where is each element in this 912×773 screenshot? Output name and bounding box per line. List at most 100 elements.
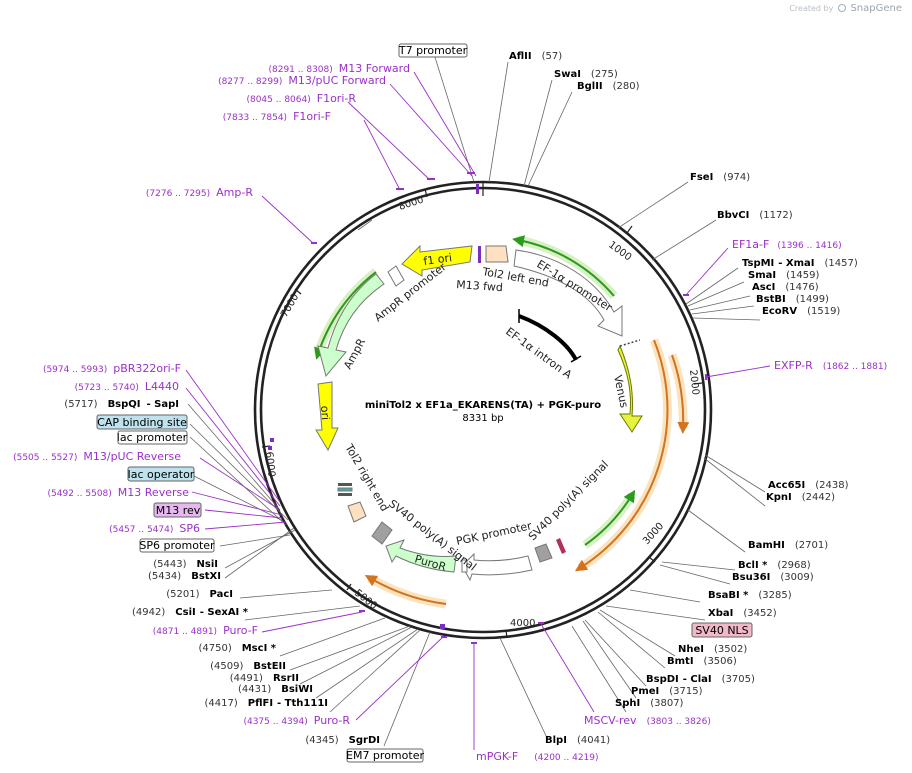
box-sp6-promoter: SP6 promoter (139, 539, 215, 552)
tol2-left-peach (485, 245, 509, 263)
site-bmti: BmtI(3506) (667, 656, 737, 667)
tick-6000: 6000 (263, 451, 277, 477)
orange-arcs (364, 338, 690, 609)
box-t7-promoter: T7 promoter (398, 44, 468, 57)
f1-ori-arrow (401, 244, 473, 277)
ampr-arrow (317, 273, 385, 378)
primer-puro-f: (4871 .. 4891)Puro-F (153, 624, 258, 637)
inner-features (315, 244, 643, 582)
site-acc65i: Acc65I(2438) (768, 480, 849, 491)
primer-puro-r: (4375 .. 4394)Puro-R (243, 714, 350, 727)
primer-mpgk-f: mPGK-F(4200 .. 4219) (476, 750, 599, 763)
primer-mscv-rev: MSCV-rev(3803 .. 3826) (584, 714, 711, 727)
site-bspdi-clai: BspDI- ClaI(3705) (646, 674, 755, 685)
backbone-features (268, 184, 479, 629)
site-leaders (187, 53, 766, 747)
site-bstbi: BstBI(1499) (756, 294, 829, 305)
tol2-right-peach (347, 501, 367, 523)
primer-pbr322ori-f: (5974 .. 5993)pBR322ori-F (43, 362, 181, 375)
venus-arrow (617, 344, 643, 433)
site-bstxi: (5434)BstXI (148, 571, 221, 582)
credit-brand: SnapGene (850, 3, 902, 14)
primer-ef1a-f: EF1a-F(1396 .. 1416) (732, 238, 842, 251)
site-bsu36i: Bsu36I(3009) (732, 572, 814, 583)
box-lac-operator: lac operator (128, 468, 195, 481)
m13-fwd-label: M13 fwd (456, 278, 503, 294)
green-arcs (313, 235, 636, 549)
site-rsrii: (4491)RsrII (230, 673, 299, 684)
ef1a-intron-arc (518, 314, 578, 361)
map-size: 8331 bp (462, 413, 503, 424)
site-sgrdi: (4345)SgrDI (305, 735, 380, 746)
box-sv40-nls: SV40 NLS (695, 624, 748, 637)
site-ecorv: EcoRV(1519) (762, 306, 840, 317)
pgk-promoter-label: PGK promoter (455, 519, 533, 548)
boxed-labels: T7 promoter CAP binding site lac promote… (96, 43, 753, 763)
primer-leaders (185, 71, 771, 750)
puror-arrow (385, 539, 457, 573)
tick-2000: 2000 (687, 369, 701, 395)
ef1a-intron-label: EF-1α intron A (503, 325, 574, 382)
primer-m13-reverse: (5492 .. 5508)M13 Reverse (48, 486, 190, 499)
ampr-promoter-arrow (387, 265, 405, 287)
primer-labels: (8291 .. 8308)M13 Forward (8277 .. 8299)… (13, 62, 887, 763)
ampr-promoter-label: AmpR promoter (372, 260, 449, 324)
site-bsabi: BsaBI *(3285) (708, 590, 792, 601)
site-fsei: FseI(974) (690, 172, 750, 183)
site-pflfi-tth111i: (4417)PflFI- Tth111I (204, 698, 328, 709)
site-bamhi: BamHI(2701) (748, 540, 828, 551)
ori-label: ori (318, 405, 332, 420)
puror-label: PuroR (413, 552, 448, 573)
site-bbvci: BbvCI(1172) (717, 210, 793, 221)
site-paci: (5201)PacI (166, 589, 233, 600)
site-asci: AscI(1476) (752, 282, 819, 293)
snapgene-credit: Created by SnapGene (789, 3, 902, 14)
site-smai: SmaI(1459) (748, 270, 819, 281)
site-sphi: SphI(3807) (615, 698, 684, 709)
site-tspmi-xmai: TspMI- XmaI(1457) (742, 258, 858, 269)
map-name: miniTol2 x EF1a_EKARENS(TA) + PGK-puro (365, 400, 601, 411)
primer-sp6: (5457 .. 5474)SP6 (109, 522, 200, 535)
site-nsii: (5443)NsiI (153, 559, 218, 570)
ef1a-promoter-arrow (513, 249, 623, 337)
site-bsteii: (4509)BstEII (210, 661, 286, 672)
sv40-gray-box-right (534, 543, 553, 563)
site-xbai: XbaI(3452) (708, 608, 777, 619)
site-blpi: BlpI(4041) (545, 735, 610, 746)
box-m13-rev: M13 rev (156, 504, 201, 517)
site-bcli: BclI *(2968) (738, 560, 811, 571)
tol2-right-label: Tol2 right end (342, 441, 391, 513)
primer-marks (311, 172, 707, 644)
primer-l4440: (5723 .. 5740)L4440 (75, 380, 179, 393)
tick-marks (261, 182, 703, 639)
snapgene-logo-icon (837, 4, 846, 12)
site-labels: AflII(57) SwaI(275) BglII(280) FseI(974)… (64, 51, 858, 746)
tick-3000: 3000 (641, 521, 666, 547)
site-swai: SwaI(275) (554, 69, 618, 80)
site-pmei: PmeI(3715) (631, 686, 703, 697)
primer-m13-puc-reverse: (5505 .. 5527)M13/pUC Reverse (13, 450, 181, 463)
box-lac-promoter: lac promoter (117, 431, 188, 444)
sv40-gray-box-left (371, 521, 393, 545)
tick-7000: 7000 (279, 292, 301, 320)
site-nhei: NheI(3502) (678, 644, 747, 655)
site-bglii: BglII(280) (577, 81, 640, 92)
f1-ori-label: f1 ori (423, 251, 453, 268)
site-aflii: AflII(57) (509, 51, 562, 62)
box-cap-binding-site: CAP binding site (97, 416, 187, 429)
site-bspqi-sapi: (5717)BspQI- SapI (64, 399, 179, 410)
site-kpni: KpnI(2442) (766, 492, 835, 503)
credit-prefix: Created by (789, 4, 834, 13)
center-title: miniTol2 x EF1a_EKARENS(TA) + PGK-puro 8… (365, 400, 601, 424)
pgk-promoter-arrow (461, 552, 533, 582)
site-msci: (4750)MscI * (198, 643, 276, 654)
box-em7-promoter: EM7 promoter (346, 749, 424, 762)
primer-m13-forward: (8291 .. 8308)M13 Forward (268, 62, 410, 75)
primer-exfp-r: EXFP-R(1862 .. 1881) (774, 359, 887, 372)
site-csii-sexai: (4942)CsiI- SexAI * (132, 607, 249, 618)
primer-f1ori-r: (8045 .. 8064)F1ori-R (246, 92, 356, 105)
primer-m13-puc-forward: (8277 .. 8299)M13/pUC Forward (218, 74, 386, 87)
primer-amp-r: (7276 .. 7295)Amp-R (146, 186, 253, 199)
primer-f1ori-f: (7833 .. 7854)F1ori-F (223, 110, 331, 123)
